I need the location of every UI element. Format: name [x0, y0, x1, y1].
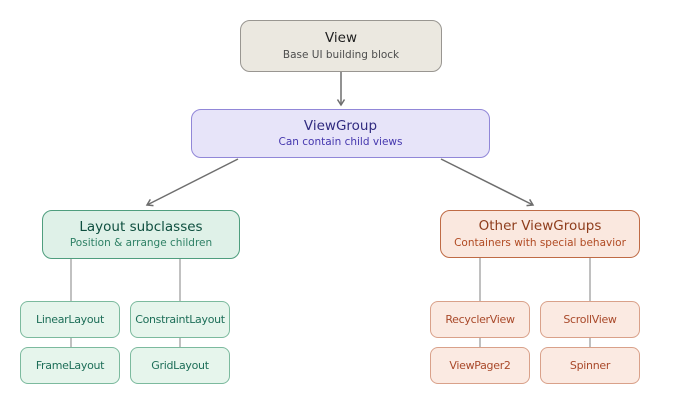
node-other-viewgroups: Other ViewGroups Containers with special… [440, 210, 640, 258]
node-view-subtitle: Base UI building block [282, 48, 400, 61]
node-constraintlayout: ConstraintLayout [130, 301, 230, 338]
node-view: View Base UI building block [240, 20, 442, 72]
node-recyclerview: RecyclerView [430, 301, 530, 338]
node-view-title: View [324, 30, 358, 47]
node-viewpager2: ViewPager2 [430, 347, 530, 384]
node-scrollview: ScrollView [540, 301, 640, 338]
node-layout-subclasses-subtitle: Position & arrange children [69, 237, 213, 250]
node-viewgroup: ViewGroup Can contain child views [191, 109, 490, 158]
node-other-viewgroups-title: Other ViewGroups [478, 218, 602, 235]
edge-viewgroup-to-others [440, 158, 535, 207]
node-viewgroup-title: ViewGroup [303, 117, 378, 134]
edge-viewgroup-to-layouts [145, 158, 239, 207]
node-gridlayout: GridLayout [130, 347, 230, 384]
node-viewgroup-subtitle: Can contain child views [278, 136, 403, 149]
node-framelayout: FrameLayout [20, 347, 120, 384]
node-layout-subclasses: Layout subclasses Position & arrange chi… [42, 210, 240, 259]
node-spinner: Spinner [540, 347, 640, 384]
node-layout-subclasses-title: Layout subclasses [79, 218, 203, 235]
node-other-viewgroups-subtitle: Containers with special behavior [454, 236, 626, 249]
node-linearlayout: LinearLayout [20, 301, 120, 338]
